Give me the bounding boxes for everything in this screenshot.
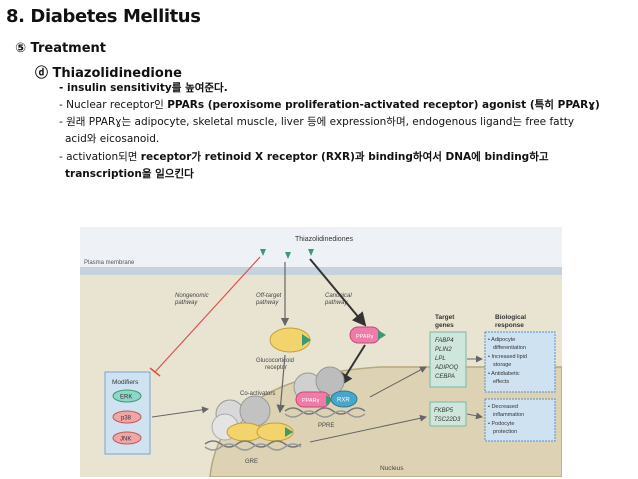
svg-text:TSC22D3: TSC22D3 [434, 417, 461, 423]
svg-text:protection: protection [493, 429, 517, 435]
target-genes-top-box [429, 331, 467, 388]
bio-response-bottom-box [484, 398, 556, 442]
coactivators-label: Co-activators [240, 391, 275, 397]
bullet-1: - insulin sensitivity를 높여준다. [59, 82, 228, 94]
canonical-pathway-line1: Canonical [325, 293, 352, 299]
modifier-p38: p38 [112, 410, 142, 424]
inhibit-line [154, 256, 261, 373]
svg-text:CEBPA: CEBPA [435, 374, 455, 380]
svg-text:storage: storage [493, 362, 511, 368]
svg-text:ADIPOQ: ADIPOQ [434, 365, 459, 371]
bullet-2: - Nuclear receptor인 PPARs (peroxisome pr… [59, 97, 600, 114]
bullet-3-continuation: acid와 eicosanoid. [65, 133, 160, 145]
gre-label: GRE [245, 459, 258, 465]
bullet-4: - activation되면 receptor가 retinoid X rece… [59, 149, 549, 166]
canonical-arrow [309, 258, 367, 327]
gr-ligand [302, 334, 311, 346]
bullet-3: - 원래 PPARɣ는 adipocyte, skeletal muscle, … [59, 116, 575, 128]
extracellular-space [80, 227, 562, 267]
pparg-on-dna-ligand [326, 395, 333, 405]
bullet-4-lead: - activation되면 [59, 151, 141, 163]
pparg-on-dna-label: PPARγ [302, 398, 320, 404]
bio-response-title-line2: response [495, 322, 524, 329]
ppre-dna-strand-2 [284, 410, 366, 418]
svg-text:FABP4: FABP4 [435, 338, 454, 344]
canonical-pathway-line2: pathway [324, 300, 348, 306]
gre-dna-strand [204, 440, 302, 448]
bio-response-top-box [484, 331, 556, 393]
target-genes-top-list: FABP4 PLIN2 LPL ADIPOQ CEBPA [434, 338, 459, 380]
modifiers-title: Modifiers [112, 379, 139, 386]
inhibit-bar [149, 367, 161, 377]
offtarget-pathway-line2: pathway [255, 300, 279, 306]
svg-text:effects: effects [493, 379, 509, 385]
section-heading: ⑤ Treatment [15, 41, 107, 56]
bullet-2-bold: PPARs (peroxisome proliferation-activate… [167, 99, 600, 111]
svg-text:LPL: LPL [435, 356, 446, 362]
tzd-molecules [260, 249, 314, 259]
svg-text:• Increased lipid: • Increased lipid [488, 354, 527, 360]
svg-text:FKBP5: FKBP5 [434, 408, 454, 414]
tzd-mechanism-figure: Thiazolidinediones Plasma membrane Nonge… [80, 227, 562, 477]
nongenomic-pathway-line1: Nongenomic [175, 293, 209, 299]
bullet-4-continuation: transcription을 일으킨다 [65, 168, 194, 180]
gluco-receptor-label-line1: Glucocorticoid [256, 358, 294, 364]
svg-text:JNK: JNK [120, 437, 131, 443]
svg-text:inflammation: inflammation [493, 412, 524, 418]
genes-to-response-bottom-arrow [466, 412, 483, 420]
offtarget-pathway-line1: Off-target [256, 293, 282, 299]
bio-response-title-line1: Biological [495, 314, 526, 321]
drug-label: Thiazolidinediones [295, 236, 353, 243]
bio-response-bottom-list: • Decreased inflammation • Podocyte prot… [488, 404, 524, 435]
svg-text:• Decreased: • Decreased [488, 404, 518, 410]
gluco-receptor-label-line2: receptor [265, 365, 287, 371]
svg-text:• Antidiabetic: • Antidiabetic [488, 371, 520, 377]
svg-text:p38: p38 [121, 416, 132, 422]
bio-response-top-list: • Adipocyte differentiation • Increased … [488, 337, 527, 385]
target-genes-bottom-list: FKBP5 TSC22D3 [434, 408, 461, 423]
target-genes-bottom-box [429, 401, 467, 427]
ppre-to-targets-arrow [369, 366, 427, 398]
svg-text:• Adipocyte: • Adipocyte [488, 337, 515, 343]
rxr-label: RXR [337, 398, 350, 404]
target-genes-title-line2: genes [435, 322, 454, 329]
subsection-heading: ⓓ Thiazolidinedione [35, 66, 182, 81]
rxr-shape [330, 390, 358, 408]
gre-to-targets-arrow [309, 414, 427, 443]
bullet-4-bold: receptor가 retinoid X receptor (RXR)과 bin… [140, 151, 549, 163]
nucleus-label: Nucleus [380, 465, 404, 472]
svg-text:• Podocyte: • Podocyte [488, 421, 514, 427]
target-genes-title-line1: Target [435, 314, 455, 321]
gr-to-nucleus-arrow [276, 354, 286, 414]
gre-dna-strand-2 [204, 443, 302, 451]
svg-text:ERK: ERK [120, 395, 132, 401]
svg-text:PLIN2: PLIN2 [435, 347, 452, 353]
plasma-membrane-label: Plasma membrane [84, 260, 135, 266]
ppre-label: PPRE [318, 423, 334, 429]
cytoplasmic-pparg-label: PPARγ [356, 334, 374, 340]
nongenomic-pathway-line2: pathway [174, 300, 198, 306]
modifier-erk: ERK [112, 389, 142, 403]
svg-text:differentiation: differentiation [493, 345, 526, 351]
ppre-dna-strand [284, 407, 366, 415]
slide-title: 8. Diabetes Mellitus [6, 6, 201, 27]
pparg-ligand [378, 330, 386, 340]
modifier-jnk: JNK [112, 431, 142, 445]
modifiers-arrow [151, 406, 209, 418]
bullet-2-lead: - Nuclear receptor인 [59, 99, 168, 111]
